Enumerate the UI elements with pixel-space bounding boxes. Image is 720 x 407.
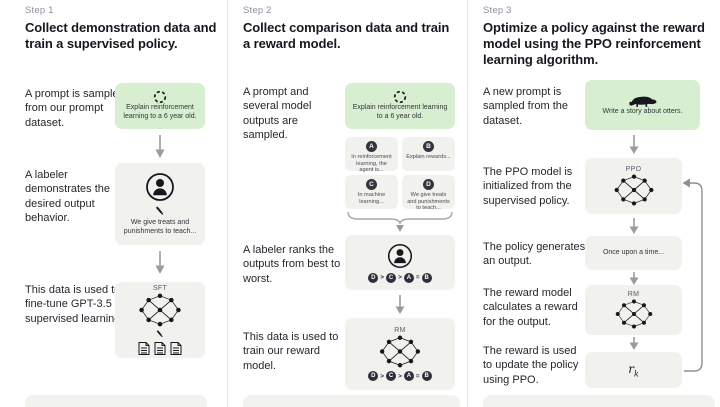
step3-caption-new-prompt: A new prompt is sampled from the dataset… [483, 86, 568, 127]
neural-network-icon [615, 299, 652, 329]
ranking-letter: B [421, 272, 432, 283]
step1-caption-prompt: A prompt is sampled from our prompt data… [25, 88, 125, 129]
ranking: D > C > A = B [368, 272, 432, 283]
ranking-separator: = [415, 274, 420, 281]
pen-icon [156, 329, 163, 337]
step2-prompt-box: Explain reinforcement learning to a 6 ye… [345, 83, 455, 129]
step3-prompt-text: Write a story about otters. [602, 107, 683, 115]
step3-ppo-box: PPO [585, 158, 682, 214]
output-letter: B [423, 141, 434, 152]
step1-labeler-box: We give treats and punishments to teach.… [115, 163, 205, 245]
neural-network-icon [139, 293, 181, 326]
cycle-icon [153, 91, 167, 104]
otter-icon [628, 96, 656, 107]
next-row-box-edge [243, 395, 460, 407]
step2-rm-box: RM D > C [345, 318, 455, 390]
next-row-box-edge [25, 395, 207, 407]
step1-label: Step 1 [25, 5, 54, 16]
ranking-letter: C [386, 272, 397, 283]
step2-labeler-box: D > C > A = B [345, 235, 455, 290]
output-text: In machine learning... [357, 192, 386, 205]
ranking-letter: C [386, 371, 397, 381]
step3-caption-reward-update: The reward is used to update the policy … [483, 345, 579, 386]
output-letter: D [423, 179, 434, 190]
step3-rm-box: RM [585, 285, 682, 335]
down-arrow-icon [629, 218, 639, 234]
column-divider [467, 0, 468, 407]
ranking-separator: > [380, 274, 385, 281]
output-text: Explain rewards... [406, 154, 451, 160]
step3-caption-ppo-init: The PPO model is initialized from the su… [483, 166, 573, 207]
step3-output-text: Once upon a time... [602, 248, 665, 256]
ranking-separator: = [415, 372, 420, 380]
step2-heading: Collect comparison data and train a rewa… [243, 20, 450, 51]
ranking-letter: B [421, 371, 432, 381]
feedback-loop-arrow [682, 178, 703, 372]
cycle-icon [393, 91, 407, 104]
step1-caption-labeler: A labeler demonstrates the desired outpu… [25, 169, 110, 224]
step3-output-box: Once upon a time... [585, 236, 682, 270]
step3-prompt-box: Write a story about otters. [585, 80, 700, 130]
down-arrow-icon [629, 135, 639, 154]
ppo-label: PPO [625, 166, 642, 173]
down-arrow-icon [629, 337, 639, 350]
step3-reward-box: rk [585, 352, 682, 388]
neural-network-icon [379, 335, 421, 368]
ranking-letter: D [368, 272, 379, 283]
ranking-letter: D [368, 371, 379, 381]
step1-caption-finetune: This data is used to fine-tune GPT-3.5 w… [25, 284, 135, 325]
ranking-separator: > [380, 372, 385, 380]
step3-heading: Optimize a policy against the reward mod… [483, 20, 705, 67]
neural-network-icon [614, 174, 653, 206]
ranking-separator: > [398, 372, 402, 380]
step2-caption-ranks: A labeler ranks the outputs from best to… [243, 244, 341, 285]
step3-caption-reward-calc: The reward model calculates a reward for… [483, 287, 578, 328]
step2-prompt-text: Explain reinforcement learning to a 6 ye… [352, 104, 448, 120]
ranking-letter: A [403, 272, 414, 283]
ranking-separator: > [398, 274, 402, 281]
output-box-d: D We give treats and punishments to teac… [402, 175, 455, 212]
output-box-c: C In machine learning... [345, 175, 398, 209]
pen-icon [156, 206, 164, 215]
output-letter: A [366, 141, 377, 152]
output-box-a: A In reinforcement learning, the agent i… [345, 137, 398, 174]
output-text: In reinforcement learning, the agent is.… [351, 154, 392, 174]
labeler-person-icon [146, 172, 174, 201]
ranking: D > C > A = B [368, 371, 432, 381]
step1-sft-box: SFT [115, 282, 205, 358]
step1-heading: Collect demonstration data and train a s… [25, 20, 217, 51]
step1-labeler-text: We give treats and punishments to teach.… [123, 218, 197, 235]
step2-caption-sampled: A prompt and several model outputs are s… [243, 86, 312, 141]
step2-label: Step 2 [243, 5, 272, 16]
labeler-person-icon [387, 243, 413, 268]
step1-prompt-box: Explain reinforcement learning to a 6 ye… [115, 83, 205, 129]
step1-prompt-text: Explain reinforcement learning to a 6 ye… [123, 104, 197, 120]
down-arrow-icon [155, 135, 165, 158]
step2-caption-train: This data is used to train our reward mo… [243, 331, 339, 372]
ranking-letter: A [403, 371, 414, 381]
sft-label: SFT [152, 284, 168, 292]
down-arrow-icon [395, 295, 405, 314]
down-arrow-icon [155, 251, 165, 274]
documents-icon [138, 341, 182, 355]
reward-value: rk [628, 361, 639, 379]
rm-label: RM [394, 327, 406, 334]
down-arrow-icon [629, 272, 639, 285]
step3-label: Step 3 [483, 5, 512, 16]
output-letter: C [366, 179, 377, 190]
output-box-b: B Explain rewards... [402, 137, 455, 171]
output-text: We give treats and punishments to teach.… [407, 192, 450, 212]
rm-label: RM [627, 291, 640, 298]
column-divider [227, 0, 228, 407]
brace-arrow-icon [347, 211, 453, 232]
step3-caption-generates: The policy generates an output. [483, 241, 586, 268]
next-row-box-edge [483, 395, 715, 407]
